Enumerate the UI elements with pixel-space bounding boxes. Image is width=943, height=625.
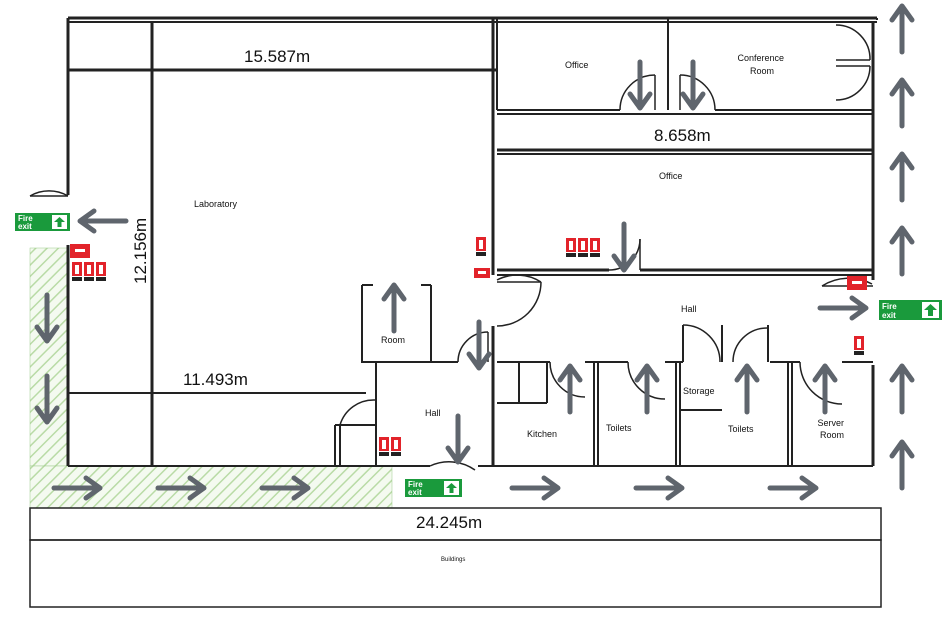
dim-total-width: 24.245m [416, 513, 482, 532]
room-label-office-mid: Office [659, 171, 682, 181]
room-label-office-top: Office [565, 60, 588, 70]
fire-exit-arrow-icon [446, 483, 457, 493]
fire-exit-text-2: exit [408, 488, 422, 497]
fire-exit-sign-left: Fire exit [15, 213, 70, 231]
room-label-kitchen: Kitchen [527, 429, 557, 439]
evacuation-arrow-icon [630, 62, 650, 108]
fire-exit-text-1: Fire [18, 214, 33, 223]
evacuation-arrow-icon [512, 478, 558, 498]
server-line-2: Room [820, 430, 844, 440]
room-label-hall-right: Hall [681, 304, 697, 314]
fire-exit-text-2: exit [882, 311, 896, 320]
room-label-toilets-2: Toilets [728, 424, 754, 434]
evacuation-arrow-icon [892, 154, 912, 200]
room-label-hall-left: Hall [425, 408, 441, 418]
room-label-conference: Conference Room [737, 53, 786, 76]
dim-top-width: 15.587m [244, 47, 310, 66]
evacuation-arrow-icon [448, 416, 468, 462]
evacuation-arrow-icon [636, 478, 682, 498]
evacuation-arrow-icon [683, 62, 703, 108]
fire-exit-text-1: Fire [408, 480, 423, 489]
walls [29, 16, 882, 608]
evacuation-arrows [37, 6, 912, 498]
fire-exit-sign-bottom: Fire exit [405, 479, 462, 497]
fire-exit-arrow-icon [924, 304, 937, 316]
evacuation-arrow-icon [469, 322, 489, 368]
evacuation-arrow-icon [892, 366, 912, 412]
evacuation-arrow-icon [770, 478, 816, 498]
server-line-1: Server [817, 418, 844, 428]
door-swings [29, 24, 873, 471]
fire-extinguisher-icon [847, 276, 867, 355]
fire-exit-text-1: Fire [882, 302, 897, 311]
fire-exit-sign-right: Fire exit [879, 300, 942, 320]
evacuation-arrow-icon [815, 366, 835, 412]
room-label-toilets-1: Toilets [606, 423, 632, 433]
conference-line-1: Conference [737, 53, 784, 63]
conference-line-2: Room [750, 66, 774, 76]
evacuation-arrow-icon [820, 298, 866, 318]
fire-extinguisher-icon [566, 238, 600, 257]
room-label-buildings: Buildings [441, 557, 465, 563]
evacuation-arrow-icon [892, 442, 912, 488]
room-label-laboratory: Laboratory [194, 199, 238, 209]
fire-extinguisher-icon [70, 244, 106, 281]
evacuation-arrow-icon [892, 6, 912, 52]
evacuation-arrow-icon [892, 80, 912, 126]
dim-right-width: 8.658m [654, 126, 711, 145]
fire-extinguisher-icon [379, 437, 401, 456]
fire-exit-arrow-icon [54, 217, 65, 227]
room-label-room: Room [381, 335, 405, 345]
evacuation-arrow-icon [80, 211, 126, 231]
evacuation-arrow-icon [614, 224, 634, 270]
evacuation-arrow-icon [737, 366, 757, 412]
evacuation-arrow-icon [384, 285, 404, 331]
dim-height: 12.156m [131, 218, 150, 284]
walkway-left [29, 247, 69, 467]
evacuation-arrow-icon [892, 228, 912, 274]
fire-exit-text-2: exit [18, 222, 32, 231]
room-label-storage: Storage [683, 386, 715, 396]
dim-bottom-lab: 11.493m [183, 370, 248, 389]
fire-extinguisher-icon [474, 237, 490, 278]
room-label-server: Server Room [817, 418, 846, 440]
